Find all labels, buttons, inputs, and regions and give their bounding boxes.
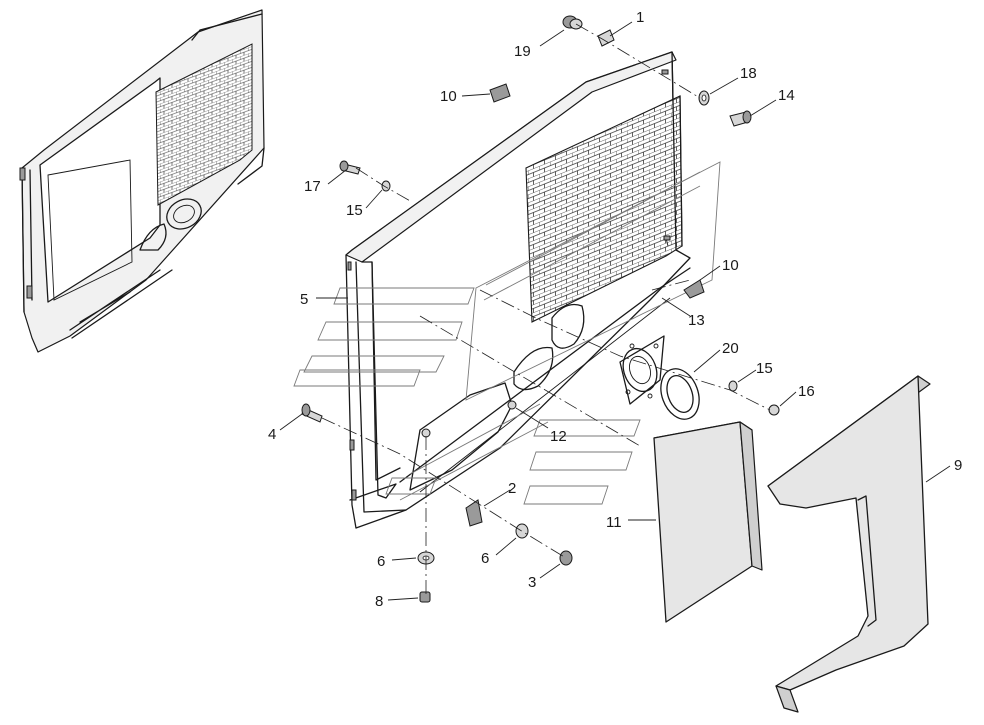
main-panel — [345, 51, 691, 529]
callout-8: 8 — [375, 593, 383, 610]
callout-15: 15 — [346, 202, 363, 219]
callout-11: 11 — [606, 514, 622, 531]
callout-4: 4 — [268, 426, 276, 443]
nut-3 — [559, 550, 573, 566]
callout-2: 2 — [508, 480, 516, 497]
callout-1: 1 — [636, 9, 644, 26]
callouts: 1 19 18 14 10 17 15 10 5 13 20 15 16 4 1… — [268, 9, 962, 610]
callout-18: 18 — [740, 65, 757, 82]
speaker-plate — [619, 335, 665, 405]
nut-19 — [562, 15, 583, 30]
assembled-panel-view — [19, 9, 265, 353]
clip-2 — [465, 499, 483, 527]
callout-19: 19 — [514, 43, 531, 60]
nut-8 — [419, 591, 431, 603]
callout-13: 13 — [688, 312, 705, 329]
washer-18 — [698, 90, 710, 106]
callout-14: 14 — [778, 87, 795, 104]
foam-pad-large — [767, 375, 931, 713]
leader-lines — [279, 21, 951, 601]
clip-1 — [597, 29, 615, 47]
callout-6: 6 — [377, 553, 385, 570]
callout-12: 12 — [550, 428, 567, 445]
callout-10: 10 — [722, 257, 739, 274]
callout-15: 15 — [756, 360, 773, 377]
callout-6: 6 — [481, 550, 489, 567]
washer-15-right — [728, 380, 738, 392]
assembly-axes — [321, 23, 771, 596]
washer-6-right — [515, 523, 529, 539]
callout-9: 9 — [954, 457, 962, 474]
phantom-outline — [293, 161, 721, 505]
callout-16: 16 — [798, 383, 815, 400]
callout-10: 10 — [440, 88, 457, 105]
callout-20: 20 — [722, 340, 739, 357]
washer-15-top — [381, 180, 391, 192]
screw-4 — [301, 403, 323, 423]
clip-10-right — [683, 279, 705, 299]
callout-5: 5 — [300, 291, 308, 308]
callout-17: 17 — [304, 178, 321, 195]
speaker-ring — [660, 368, 700, 420]
screw-14 — [729, 110, 752, 127]
callout-3: 3 — [528, 574, 536, 591]
nut-16 — [768, 404, 780, 416]
foam-pad-small — [653, 421, 763, 623]
clip-10-top — [489, 83, 511, 103]
